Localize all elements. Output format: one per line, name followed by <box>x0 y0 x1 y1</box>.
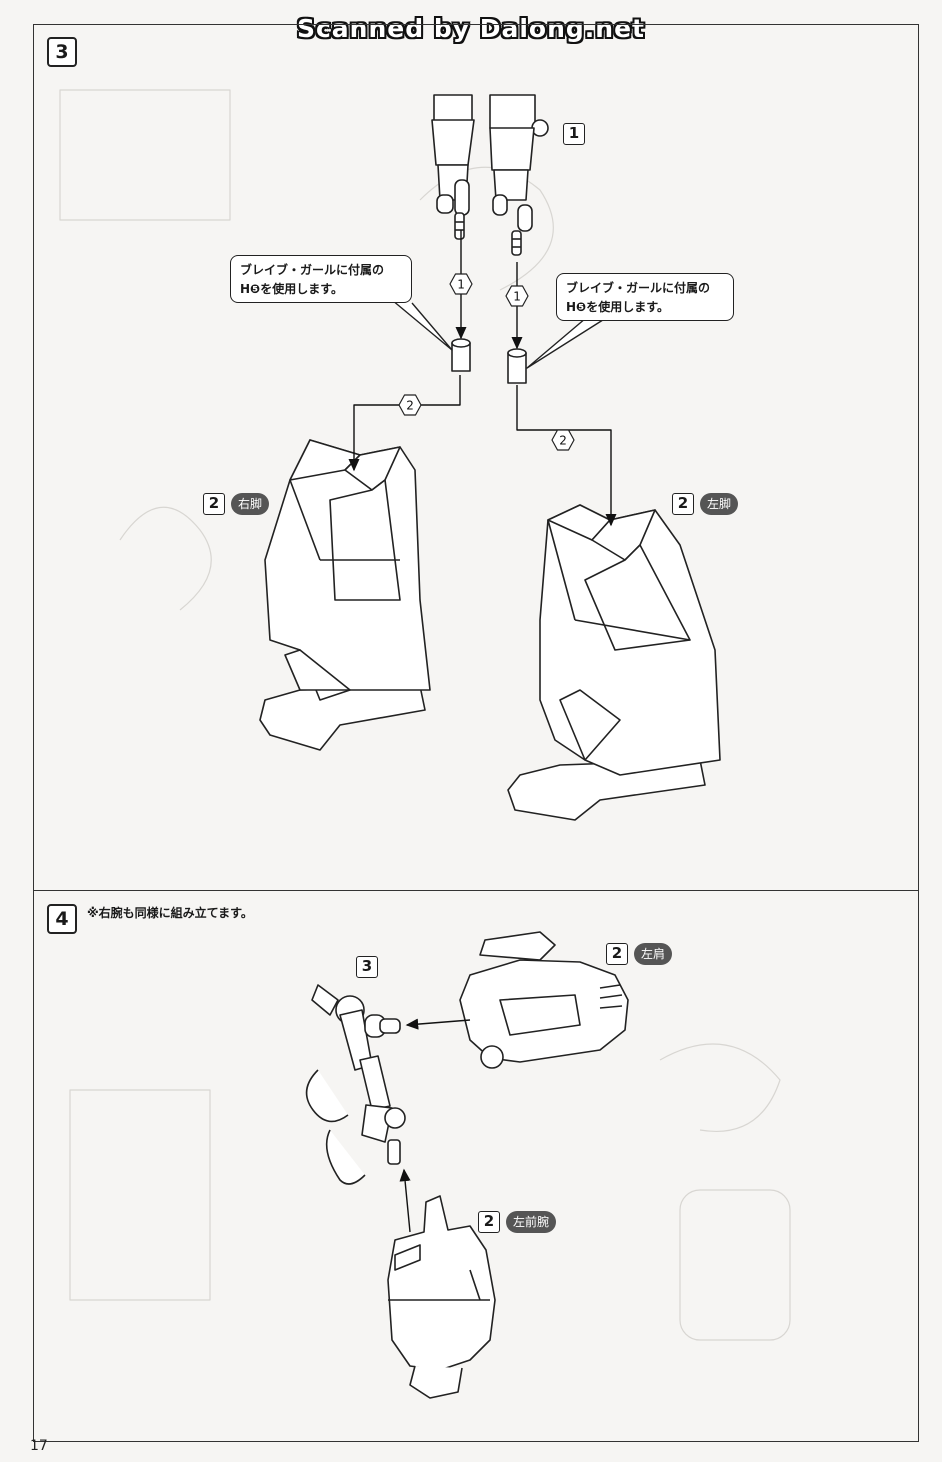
sequence-1-hex-left: 1 <box>449 273 473 295</box>
leg-assembly-part-number: 1 <box>563 123 585 145</box>
callout-left-line-2: H❺を使用します。 <box>240 282 344 296</box>
left-shoulder-part-number: 2 <box>606 943 628 965</box>
callout-right-line-1: ブレイブ・ガールに付属の <box>566 281 711 295</box>
step-3-number: 3 <box>47 37 77 67</box>
left-leg-label: 左脚 <box>700 493 739 515</box>
sequence-2-hex-left: 2 <box>398 394 422 416</box>
arrow-forearm-to-frame <box>399 1168 411 1233</box>
callout-left-line-1: ブレイブ・ガールに付属の <box>240 263 385 277</box>
right-leg-part-number: 2 <box>203 493 225 515</box>
callout-right-line-2: H❺を使用します。 <box>566 300 670 314</box>
step-4-number: 4 <box>47 904 77 934</box>
leg-frames <box>431 94 549 256</box>
left-forearm-armor <box>387 1195 496 1399</box>
watermark: Scanned by Dalong.net <box>296 14 645 43</box>
sequence-2-label-right: 2 <box>559 434 567 448</box>
page-number: 17 <box>30 1438 48 1454</box>
arrow-to-left-leg <box>516 385 617 527</box>
connector-pegs <box>451 338 527 384</box>
bleed-through-ghost <box>59 89 791 1341</box>
left-leg-part-number: 2 <box>672 493 694 515</box>
sequence-2-hex-right: 2 <box>551 429 575 451</box>
step-4-note: ※右腕も同様に組み立てます。 <box>87 906 253 920</box>
callout-left: ブレイブ・ガールに付属の H❺を使用します。 <box>230 255 412 303</box>
left-forearm-label: 左前腕 <box>506 1211 557 1233</box>
left-forearm-part-number: 2 <box>478 1211 500 1233</box>
callout-left-tail <box>391 299 453 351</box>
arm-frame <box>305 984 406 1185</box>
callout-right-tail <box>526 317 607 369</box>
arrow-shoulder-to-frame <box>405 1018 471 1030</box>
left-leg-armor <box>507 504 721 821</box>
left-shoulder-armor <box>459 931 629 1069</box>
callout-right: ブレイブ・ガールに付属の H❺を使用します。 <box>556 273 734 321</box>
right-leg-label: 右脚 <box>231 493 270 515</box>
right-leg-armor <box>259 439 431 751</box>
sequence-2-label-left: 2 <box>406 399 414 413</box>
sequence-1-label-left: 1 <box>457 278 465 292</box>
step-4-panel <box>33 890 919 1442</box>
sequence-1-hex-right: 1 <box>505 285 529 307</box>
left-shoulder-label: 左肩 <box>634 943 673 965</box>
body-part-number: 3 <box>356 956 378 978</box>
sequence-1-label-right: 1 <box>513 290 521 304</box>
